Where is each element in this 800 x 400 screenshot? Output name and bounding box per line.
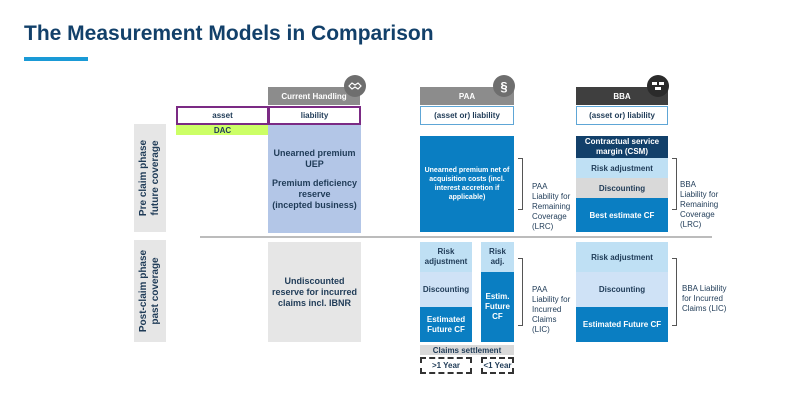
paa-lrc-brace	[518, 158, 523, 210]
bba-discounting-box: Discounting	[576, 178, 668, 198]
current-asset-label: asset	[176, 106, 269, 125]
phase-divider	[200, 236, 712, 238]
paa-header-label: PAA	[458, 91, 476, 101]
claims-settlement-text: Claims settlement	[432, 345, 502, 355]
gt-1-year-box: >1 Year	[420, 357, 472, 374]
bba-discounting-text: Discounting	[598, 183, 646, 193]
paa-subheader: (asset or) liability	[420, 106, 514, 125]
current-liability-label: liability	[268, 106, 361, 125]
bba-post-estimated-text: Estimated Future CF	[582, 320, 662, 329]
paa-header: PAA	[420, 87, 514, 105]
handshake-icon-glyph	[348, 82, 362, 90]
bba-csm-box: Contractual service margin (CSM)	[576, 136, 668, 158]
bba-best-estimate-text: Best estimate CF	[589, 210, 655, 220]
paa-lrc-note: PAA Liability for Remaining Coverage (LR…	[532, 182, 571, 231]
paa-post-estimated-right-box: Estim. Future CF	[481, 272, 514, 342]
bba-csm-text: Contractual service margin (CSM)	[584, 137, 660, 156]
post-claim-phase-label: Post-claim phase past coverage	[134, 240, 166, 342]
paa-unearned-premium-text: Unearned premium net of acquisition cost…	[424, 167, 510, 201]
bba-post-discounting-box: Discounting	[576, 272, 668, 307]
paragraph-glyph: §	[500, 78, 508, 94]
bba-header-label: BBA	[613, 91, 631, 101]
unearned-premium-text: Unearned premium UEP	[273, 147, 356, 169]
paa-post-estimated-left-box: Estimated Future CF	[420, 307, 472, 342]
paragraph-icon: §	[493, 75, 515, 97]
current-handling-header: Current Handling	[268, 87, 360, 105]
dac-label: DAC	[213, 125, 232, 135]
paa-pre-claim-box: Unearned premium net of acquisition cost…	[420, 136, 514, 232]
paa-lic-note: PAA Liability for Incurred Claims (LIC)	[532, 285, 571, 334]
bba-risk-adjustment-box: Risk adjustment	[576, 158, 668, 178]
post-claim-phase-text: Post-claim phase past coverage	[138, 249, 162, 333]
paa-post-risk-adj-small-box: Risk adj.	[481, 242, 514, 272]
bba-subheader-text: (asset or) liability	[589, 111, 655, 120]
paa-lic-brace	[518, 258, 523, 326]
gt-1-year-text: >1 Year	[431, 361, 461, 370]
bba-post-risk-adjustment-text: Risk adjustment	[591, 252, 653, 262]
page-title: The Measurement Models in Comparison	[24, 22, 434, 45]
bba-post-risk-adjustment-box: Risk adjustment	[576, 242, 668, 272]
bba-lrc-note: BBA Liability for Remaining Coverage (LR…	[680, 180, 719, 229]
bba-lrc-brace	[672, 158, 677, 210]
paa-post-risk-adj-small-text: Risk adj.	[489, 247, 506, 266]
lt-1-year-text: <1 Year	[483, 361, 512, 370]
lt-1-year-box: <1 Year	[481, 357, 514, 374]
pre-claim-phase-label: Pre claim phase future coverage	[134, 124, 166, 232]
claims-settlement-bar: Claims settlement	[420, 345, 514, 355]
current-handling-header-label: Current Handling	[281, 91, 347, 101]
paa-post-estimated-right-text: Estim. Future CF	[485, 292, 510, 321]
paa-post-risk-adjustment-box: Risk adjustment	[420, 242, 472, 272]
current-liability-text: liability	[300, 111, 329, 120]
bba-post-discounting-text: Discounting	[598, 285, 646, 294]
paa-post-discounting-text: Discounting	[422, 285, 470, 294]
current-pre-claim-box: Unearned premium UEP Premium deficiency …	[268, 125, 361, 233]
handshake-icon	[344, 75, 366, 97]
bba-post-estimated-box: Estimated Future CF	[576, 307, 668, 342]
bba-subheader: (asset or) liability	[576, 106, 668, 125]
bba-lic-brace	[672, 258, 677, 326]
bricks-icon	[647, 75, 669, 97]
paa-subheader-text: (asset or) liability	[434, 111, 500, 120]
bricks-icon-glyph	[652, 82, 664, 90]
bba-lic-note: BBA Liability for Incurred Claims (LIC)	[682, 284, 727, 313]
current-post-claim-box: Undiscounted reserve for incurred claims…	[268, 242, 361, 342]
bba-header: BBA	[576, 87, 668, 105]
title-underline	[24, 57, 88, 61]
dac-bar: DAC	[176, 125, 269, 135]
pre-claim-phase-text: Pre claim phase future coverage	[138, 139, 161, 217]
bba-best-estimate-box: Best estimate CF	[576, 198, 668, 232]
bba-risk-adjustment-text: Risk adjustment	[591, 163, 653, 173]
undiscounted-reserve-text: Undiscounted reserve for incurred claims…	[271, 275, 358, 308]
paa-post-discounting-box: Discounting	[420, 272, 472, 307]
paa-post-estimated-left-text: Estimated Future CF	[426, 314, 466, 334]
premium-deficiency-text: Premium deficiency reserve (incepted bus…	[271, 177, 358, 210]
paa-post-risk-adjustment-text: Risk adjustment	[424, 247, 468, 266]
current-asset-text: asset	[212, 111, 233, 120]
